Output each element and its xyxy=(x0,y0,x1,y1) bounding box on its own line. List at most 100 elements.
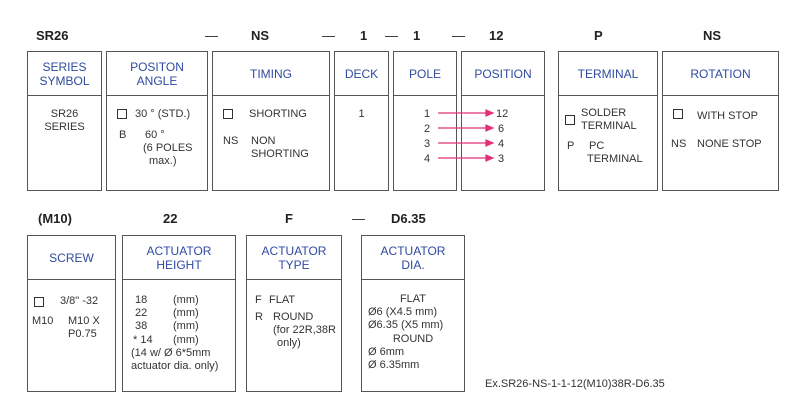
rotation-option-code: NS xyxy=(671,138,687,150)
deck-box: DECK 1 xyxy=(334,51,389,191)
position-value: 3 xyxy=(498,153,505,165)
pole-header: POLE xyxy=(394,52,456,96)
type-header-line: ACTUATOR xyxy=(261,243,327,258)
screw-box: SCREW 3/8" -32 M10 M10 X P0.75 xyxy=(27,235,116,392)
actuator-type-box: ACTUATOR TYPE F FLAT R ROUND (for 22R,38… xyxy=(246,235,342,392)
dia-header-line: DIA. xyxy=(401,257,425,272)
angle-header-line: POSITON xyxy=(130,59,184,74)
height-value: 38 xyxy=(135,320,148,332)
height-unit: (mm) xyxy=(173,294,199,306)
code-actuator-height: 22 xyxy=(163,211,178,226)
pole-value: 3 xyxy=(424,138,431,150)
height-note: (14 w/ Ø 6*5mm xyxy=(131,347,211,359)
terminal-option-pc: PC xyxy=(589,140,605,152)
code-dash: — xyxy=(205,28,218,43)
deck-value: 1 xyxy=(358,108,365,120)
example-part-number: Ex.SR26-NS-1-1-12(M10)38R-D6.35 xyxy=(485,378,665,390)
code-actuator-type: F xyxy=(285,211,293,226)
timing-option-code: NS xyxy=(223,135,239,147)
angle-option-b: max.) xyxy=(149,155,177,167)
height-unit: (mm) xyxy=(173,320,199,332)
type-option-round: ROUND xyxy=(273,311,314,323)
timing-option-non: SHORTING xyxy=(251,148,309,160)
height-unit: (mm) xyxy=(173,334,199,346)
series-header-line: SYMBOL xyxy=(39,73,90,88)
code-deck: 1 xyxy=(360,28,368,43)
screw-header: SCREW xyxy=(28,236,115,280)
terminal-option-code: P xyxy=(567,140,575,152)
dia-round-value: Ø 6.35mm xyxy=(368,359,420,371)
screw-option-metric: M10 X xyxy=(68,315,100,327)
code-series: SR26 xyxy=(36,28,69,43)
type-header-line: TYPE xyxy=(278,257,310,272)
checkbox-icon xyxy=(117,109,127,120)
code-terminal: P xyxy=(594,28,603,43)
dia-flat-label: FLAT xyxy=(399,293,427,305)
angle-option-b: (6 POLES xyxy=(143,142,193,154)
type-option-flat: FLAT xyxy=(269,294,296,306)
angle-option-b: 60 ° xyxy=(145,129,165,141)
terminal-option-solder: TERMINAL xyxy=(581,120,637,132)
pole-value: 4 xyxy=(424,153,431,165)
code-position: 12 xyxy=(489,28,504,43)
checkbox-icon xyxy=(673,109,683,120)
dia-round-label: ROUND xyxy=(392,333,434,345)
checkbox-icon xyxy=(565,115,575,126)
code-screw: (M10) xyxy=(38,211,72,226)
terminal-option-pc: TERMINAL xyxy=(587,153,643,165)
height-value: 18 xyxy=(135,294,148,306)
position-value: 4 xyxy=(498,138,505,150)
checkbox-icon xyxy=(34,297,44,308)
position-header: POSITION xyxy=(462,52,544,96)
height-note: actuator dia. only) xyxy=(131,360,219,372)
series-header-line: SERIES xyxy=(42,59,87,74)
screw-option-metric: P0.75 xyxy=(68,328,97,340)
code-rotation: NS xyxy=(703,28,722,43)
pole-box: POLE 1 2 3 4 xyxy=(393,51,457,191)
terminal-box: TERMINAL SOLDER TERMINAL P PC TERMINAL xyxy=(558,51,658,191)
dia-header-line: ACTUATOR xyxy=(380,243,446,258)
terminal-option-solder: SOLDER xyxy=(581,107,627,119)
terminal-header: TERMINAL xyxy=(559,52,657,96)
timing-option-shorting: SHORTING xyxy=(249,108,307,120)
code-dash: — xyxy=(352,211,365,226)
arrow-head-icon xyxy=(485,154,495,162)
type-note: only) xyxy=(277,337,301,349)
screw-option-code: M10 xyxy=(32,315,54,327)
pole-position-arrows xyxy=(438,109,495,162)
angle-header-line: ANGLE xyxy=(136,73,178,88)
dia-flat-value: Ø6.35 (X5 mm) xyxy=(368,319,444,331)
timing-header: TIMING xyxy=(213,52,329,96)
series-value: SR26 xyxy=(50,108,79,120)
position-box: POSITION 12 6 4 3 xyxy=(461,51,545,191)
screw-option-imperial: 3/8" -32 xyxy=(60,295,99,307)
angle-option-code: B xyxy=(119,129,127,141)
dia-round-value: Ø 6mm xyxy=(368,346,405,358)
rotation-header: ROTATION xyxy=(663,52,778,96)
actuator-height-box: ACTUATOR HEIGHT 18 (mm) 22 (mm) 38 (mm) … xyxy=(122,235,236,392)
rotation-option-none-stop: NONE STOP xyxy=(697,138,762,150)
code-pole: 1 xyxy=(413,28,421,43)
height-value: * 14 xyxy=(133,334,153,346)
dia-flat-value: Ø6 (X4.5 mm) xyxy=(368,306,438,318)
arrow-head-icon xyxy=(485,139,495,147)
type-option-code: F xyxy=(255,294,262,306)
pole-value: 2 xyxy=(424,123,431,135)
height-unit: (mm) xyxy=(173,307,199,319)
arrow-head-icon xyxy=(485,124,495,132)
height-header-line: HEIGHT xyxy=(156,257,202,272)
code-dash: — xyxy=(452,28,465,43)
position-angle-box: POSITON ANGLE 30 ° (STD.) B 60 ° (6 POLE… xyxy=(106,51,208,191)
checkbox-icon xyxy=(223,109,233,120)
timing-box: TIMING SHORTING NS NON SHORTING xyxy=(212,51,330,191)
type-note: (for 22R,38R xyxy=(273,324,336,336)
angle-option-std: 30 ° (STD.) xyxy=(135,108,191,120)
code-timing: NS xyxy=(251,28,270,43)
series-symbol-box: SERIES SYMBOL SR26 SERIES xyxy=(27,51,102,191)
rotation-box: ROTATION WITH STOP NS NONE STOP xyxy=(662,51,779,191)
code-actuator-dia: D6.35 xyxy=(391,211,426,226)
height-header-line: ACTUATOR xyxy=(146,243,212,258)
deck-header: DECK xyxy=(335,52,388,96)
code-dash: — xyxy=(322,28,335,43)
pole-value: 1 xyxy=(424,108,431,120)
